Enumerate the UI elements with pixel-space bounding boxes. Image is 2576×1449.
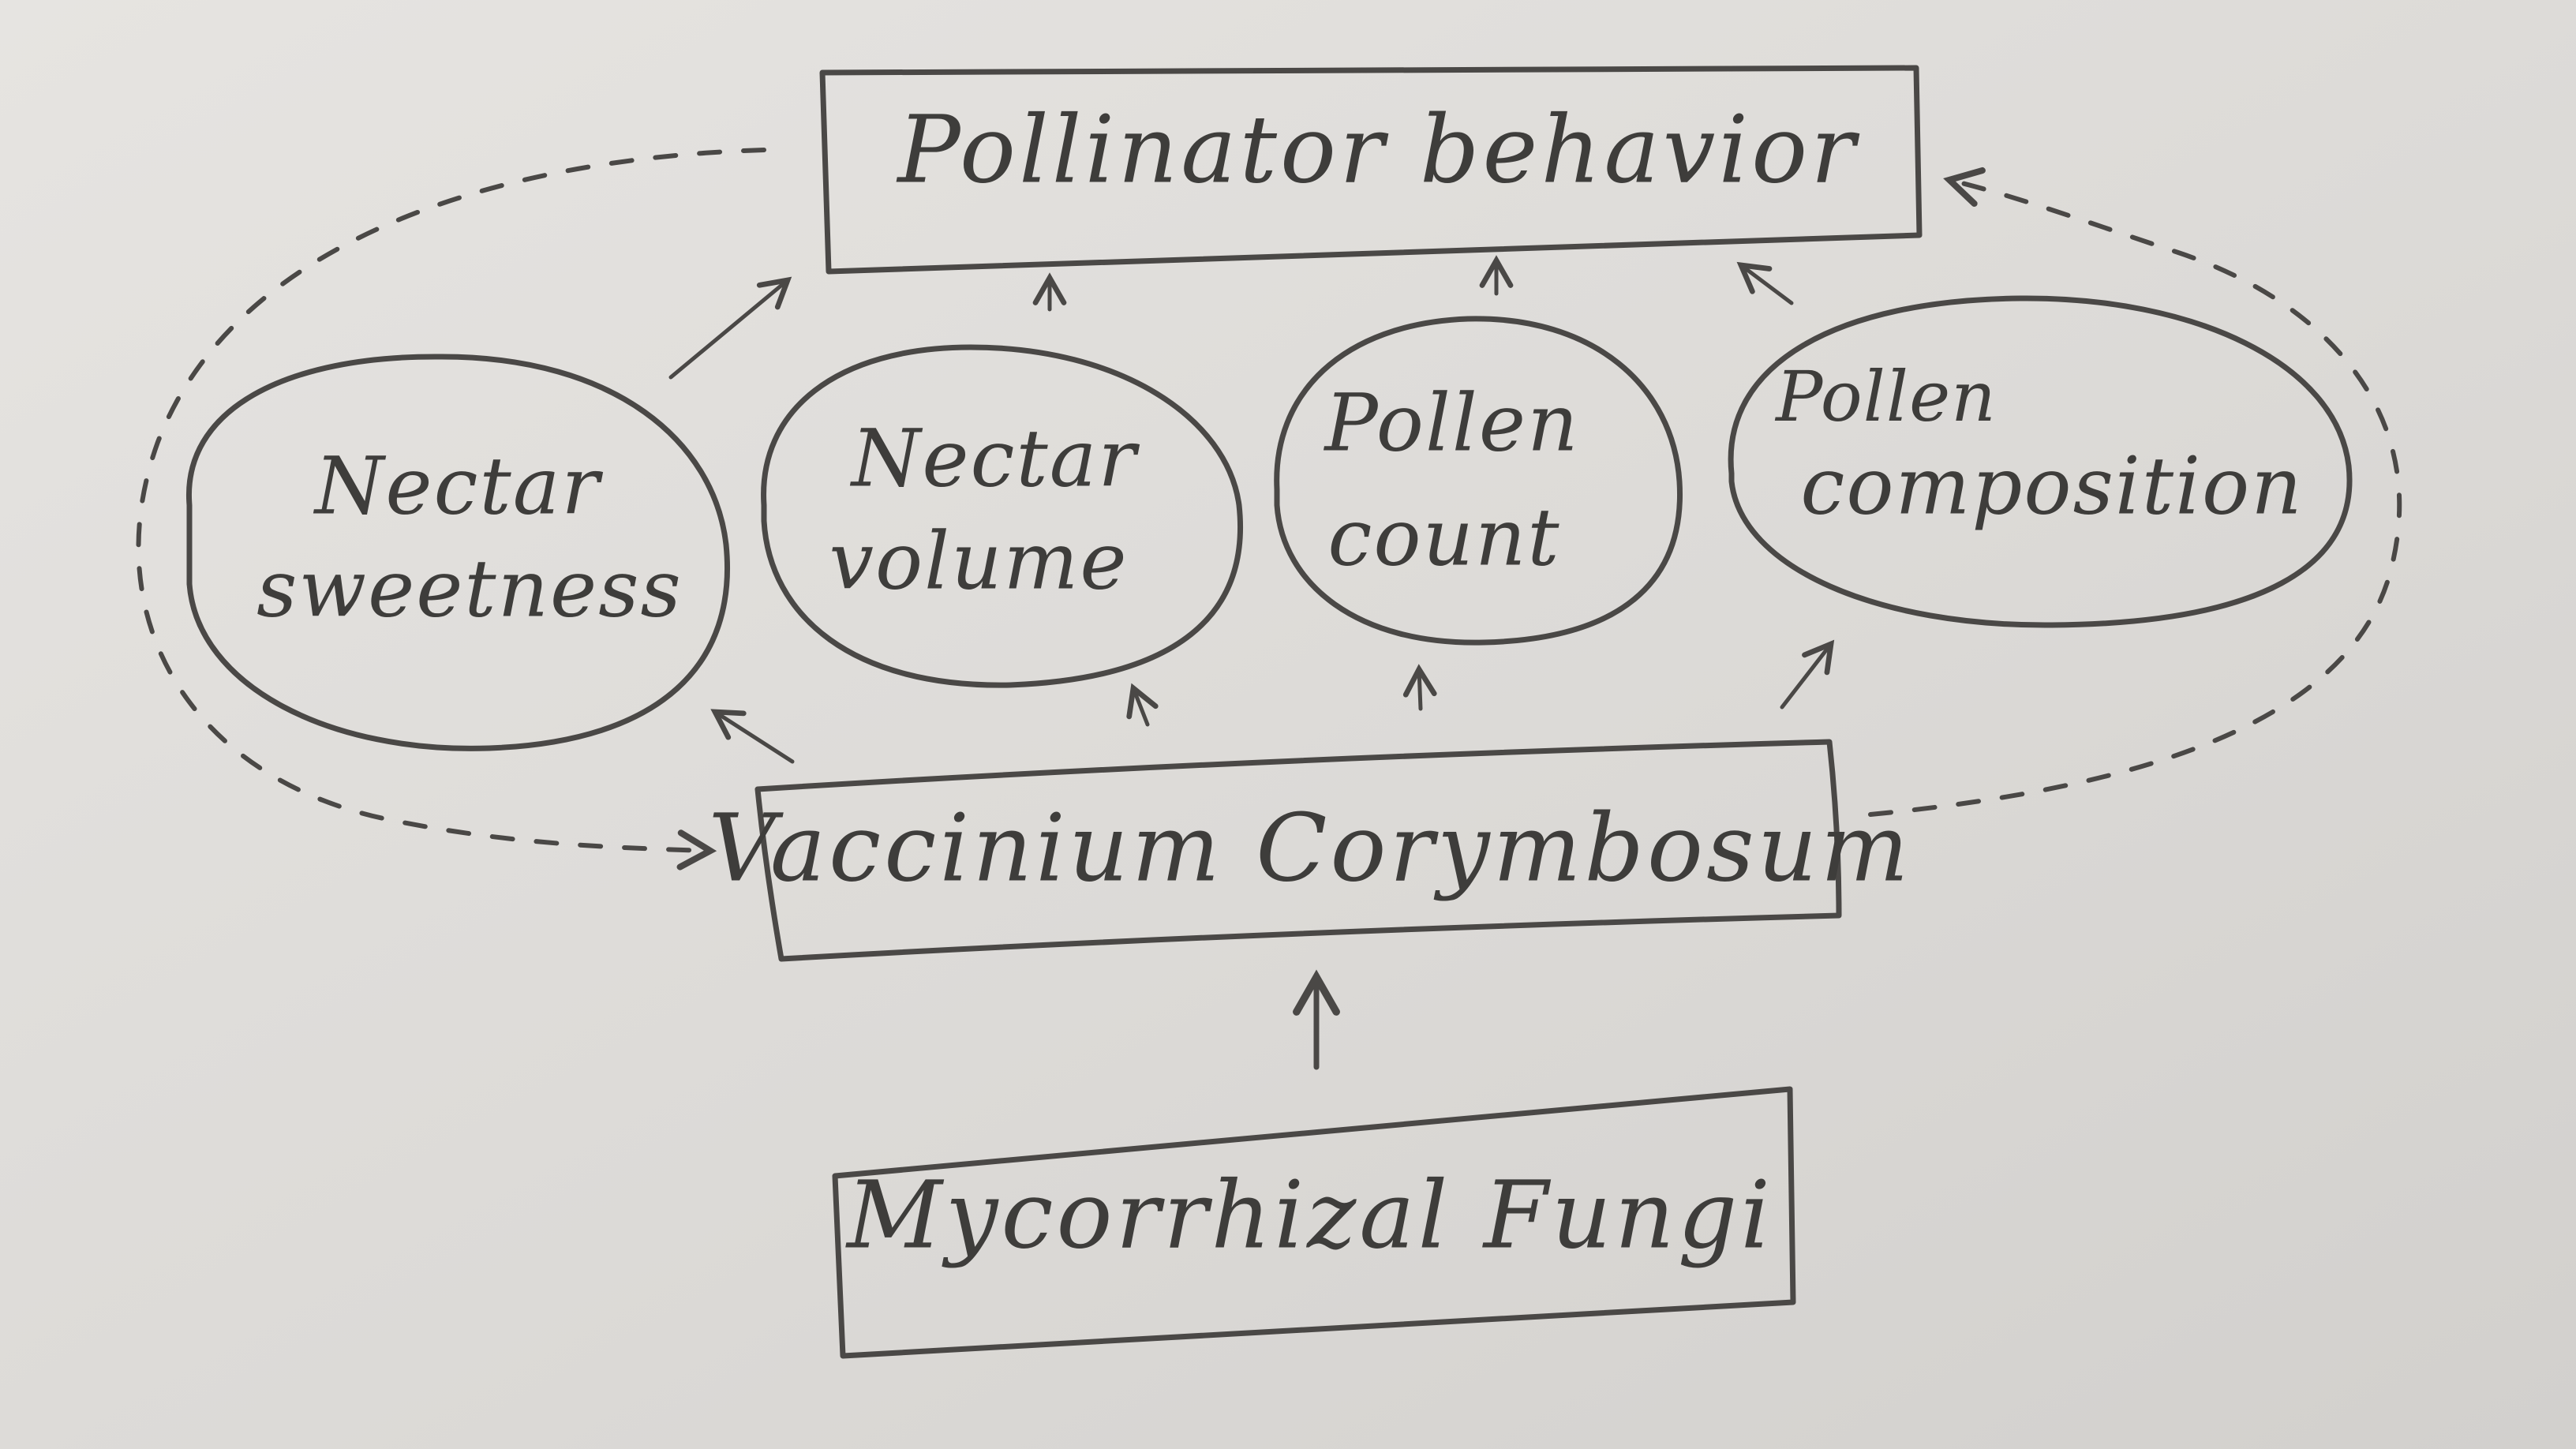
pollen-composition-label-line2: composition xyxy=(1800,440,2303,533)
nectar-volume-label-line2: volume xyxy=(829,515,1128,608)
pollen-count-node: Pollen count xyxy=(1274,316,1683,646)
mycorrhizal-fungi-node: Mycorrhizal Fungi xyxy=(832,1086,1796,1359)
pollen-count-label-line2: count xyxy=(1327,492,1560,584)
feedback-right-dashed xyxy=(1868,167,2402,817)
nectar-sweetness-label-line2: sweetness xyxy=(256,543,683,635)
nectar-sweetness-label-line1: Nectar xyxy=(313,440,603,533)
arrow-vaccinium-to-count xyxy=(1402,664,1437,711)
nectar-sweetness-node: Nectar sweetness xyxy=(185,354,730,751)
arrow-sweetness-to-pollinator xyxy=(668,276,792,380)
nectar-volume-label-line1: Nectar xyxy=(850,413,1140,505)
vaccinium-corymbosum-label: Vaccinium Corymbosum xyxy=(708,794,1911,903)
pollen-count-label-line1: Pollen xyxy=(1324,377,1580,470)
pollinator-behavior-node: Pollinator behavior xyxy=(819,65,1923,275)
pollen-composition-label-line1: Pollen xyxy=(1774,356,1997,437)
mycorrhizal-fungi-label: Mycorrhizal Fungi xyxy=(845,1161,1773,1270)
arrow-vaccinium-to-sweetness xyxy=(710,709,795,764)
nectar-volume-node: Nectar volume xyxy=(761,344,1243,688)
arrow-vaccinium-to-composition xyxy=(1780,639,1835,710)
feedback-left-dashed xyxy=(136,148,766,871)
vaccinium-corymbosum-node: Vaccinium Corymbosum xyxy=(708,739,1911,962)
pollen-composition-node: Pollen composition xyxy=(1728,295,2353,628)
arrow-vaccinium-to-volume xyxy=(1126,683,1159,727)
arrow-composition-to-pollinator xyxy=(1736,261,1794,305)
pollinator-behavior-label: Pollinator behavior xyxy=(896,95,1860,204)
